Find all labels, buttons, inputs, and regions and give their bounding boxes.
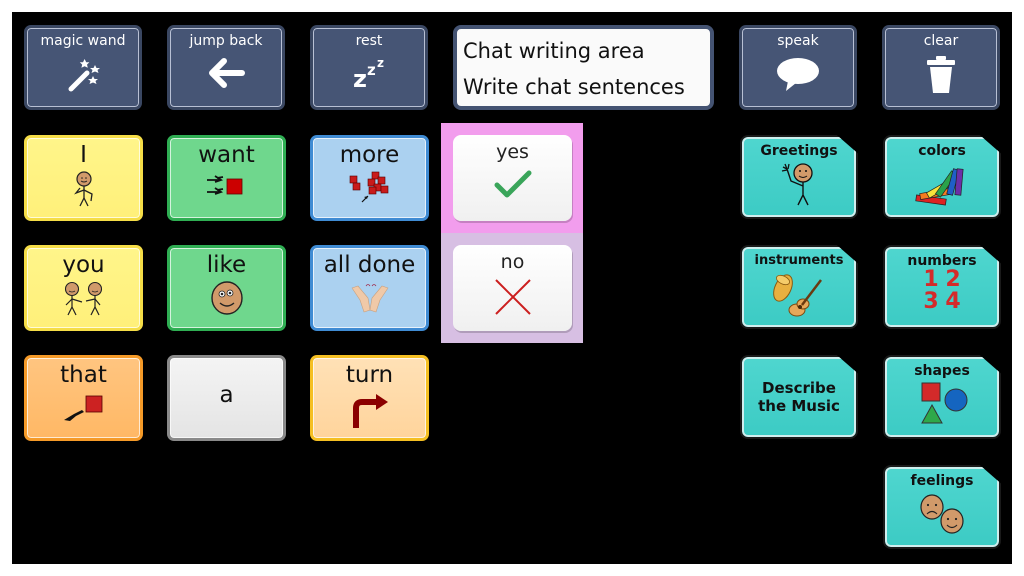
svg-text:z: z xyxy=(367,61,376,79)
folder-shapes[interactable]: shapes xyxy=(883,355,1001,439)
rest-label: rest xyxy=(355,33,383,49)
faces-icon xyxy=(920,494,964,534)
digit: 4 xyxy=(945,289,961,314)
word-button-more[interactable]: more xyxy=(310,135,429,221)
folder-colors[interactable]: colors xyxy=(883,135,1001,219)
folder-instruments[interactable]: instruments xyxy=(740,245,858,329)
word-label: a xyxy=(219,382,234,408)
magic-wand-label: magic wand xyxy=(40,33,126,49)
cross-icon xyxy=(494,279,531,315)
svg-text:z: z xyxy=(353,65,367,91)
hands-finished-icon xyxy=(351,284,388,313)
folder-label: numbers xyxy=(907,253,977,269)
word-label: I xyxy=(80,142,87,168)
word-label: turn xyxy=(345,362,394,388)
word-label: that xyxy=(60,362,107,388)
word-button-that[interactable]: that xyxy=(24,355,143,441)
speech-bubble-icon xyxy=(777,58,819,91)
folder-label-line-2: the Music xyxy=(758,397,840,415)
shapes-icon xyxy=(921,382,968,424)
speak-label: speak xyxy=(777,33,819,49)
yes-label: yes xyxy=(496,141,529,163)
arrow-left-icon xyxy=(209,58,245,88)
magic-wand-button[interactable]: magic wand xyxy=(24,25,142,110)
sleep-zzz-icon: z z z xyxy=(353,56,384,91)
word-label: want xyxy=(198,142,255,168)
folder-greetings[interactable]: Greetings xyxy=(740,135,858,219)
digit: 3 xyxy=(923,289,939,314)
speak-button[interactable]: speak xyxy=(739,25,857,110)
crayons-icon xyxy=(915,168,964,206)
jump-back-label: jump back xyxy=(189,33,263,49)
svg-text:z: z xyxy=(377,56,384,70)
chat-line-2: Write chat sentences xyxy=(463,75,685,99)
word-button-turn[interactable]: turn xyxy=(310,355,429,441)
word-label: like xyxy=(206,252,247,278)
jump-back-button[interactable]: jump back xyxy=(167,25,285,110)
folder-numbers[interactable]: numbers 1 2 3 4 xyxy=(883,245,1001,329)
clear-button[interactable]: clear xyxy=(882,25,1000,110)
checkmark-icon xyxy=(494,170,531,198)
folder-label: Greetings xyxy=(760,143,838,159)
word-button-want[interactable]: want xyxy=(167,135,286,221)
no-button[interactable]: no xyxy=(453,245,572,331)
smiling-face-icon xyxy=(210,281,243,315)
turn-arrow-icon xyxy=(352,394,388,428)
pointing-hand-icon xyxy=(63,395,102,421)
yes-button[interactable]: yes xyxy=(453,135,572,221)
more-blocks-icon xyxy=(349,171,388,203)
chat-line-1: Chat writing area xyxy=(463,39,645,63)
word-button-a[interactable]: a xyxy=(167,355,286,441)
no-label: no xyxy=(500,251,525,273)
word-button-you[interactable]: you xyxy=(24,245,143,331)
clear-label: clear xyxy=(923,33,959,49)
word-button-like[interactable]: like xyxy=(167,245,286,331)
folder-label: colors xyxy=(918,143,966,159)
word-button-i[interactable]: I xyxy=(24,135,143,221)
magic-wand-icon xyxy=(68,59,100,92)
folder-label: instruments xyxy=(754,253,844,268)
word-label: you xyxy=(62,252,105,278)
hands-reaching-icon xyxy=(206,175,242,195)
digit: 1 xyxy=(923,267,939,292)
numbers-icon: 1 2 3 4 xyxy=(920,269,964,313)
trash-icon xyxy=(927,56,955,93)
person-pointing-self-icon xyxy=(73,171,93,207)
word-button-all-done[interactable]: all done xyxy=(310,245,429,331)
word-label: more xyxy=(339,142,400,168)
folder-feelings[interactable]: feelings xyxy=(883,465,1001,549)
person-pointing-other-icon xyxy=(64,281,102,316)
folder-label-line-1: Describe xyxy=(762,379,836,397)
rest-button[interactable]: rest z z z xyxy=(310,25,428,110)
folder-describe-the-music[interactable]: Describe the Music xyxy=(740,355,858,439)
folder-label: shapes xyxy=(914,363,970,379)
word-label: all done xyxy=(323,252,416,278)
chat-writing-area[interactable]: Chat writing area Write chat sentences xyxy=(453,25,714,110)
waving-person-icon xyxy=(781,163,813,206)
tuba-guitar-icon xyxy=(773,274,822,317)
folder-label: feelings xyxy=(910,473,974,489)
digit: 2 xyxy=(945,267,961,292)
